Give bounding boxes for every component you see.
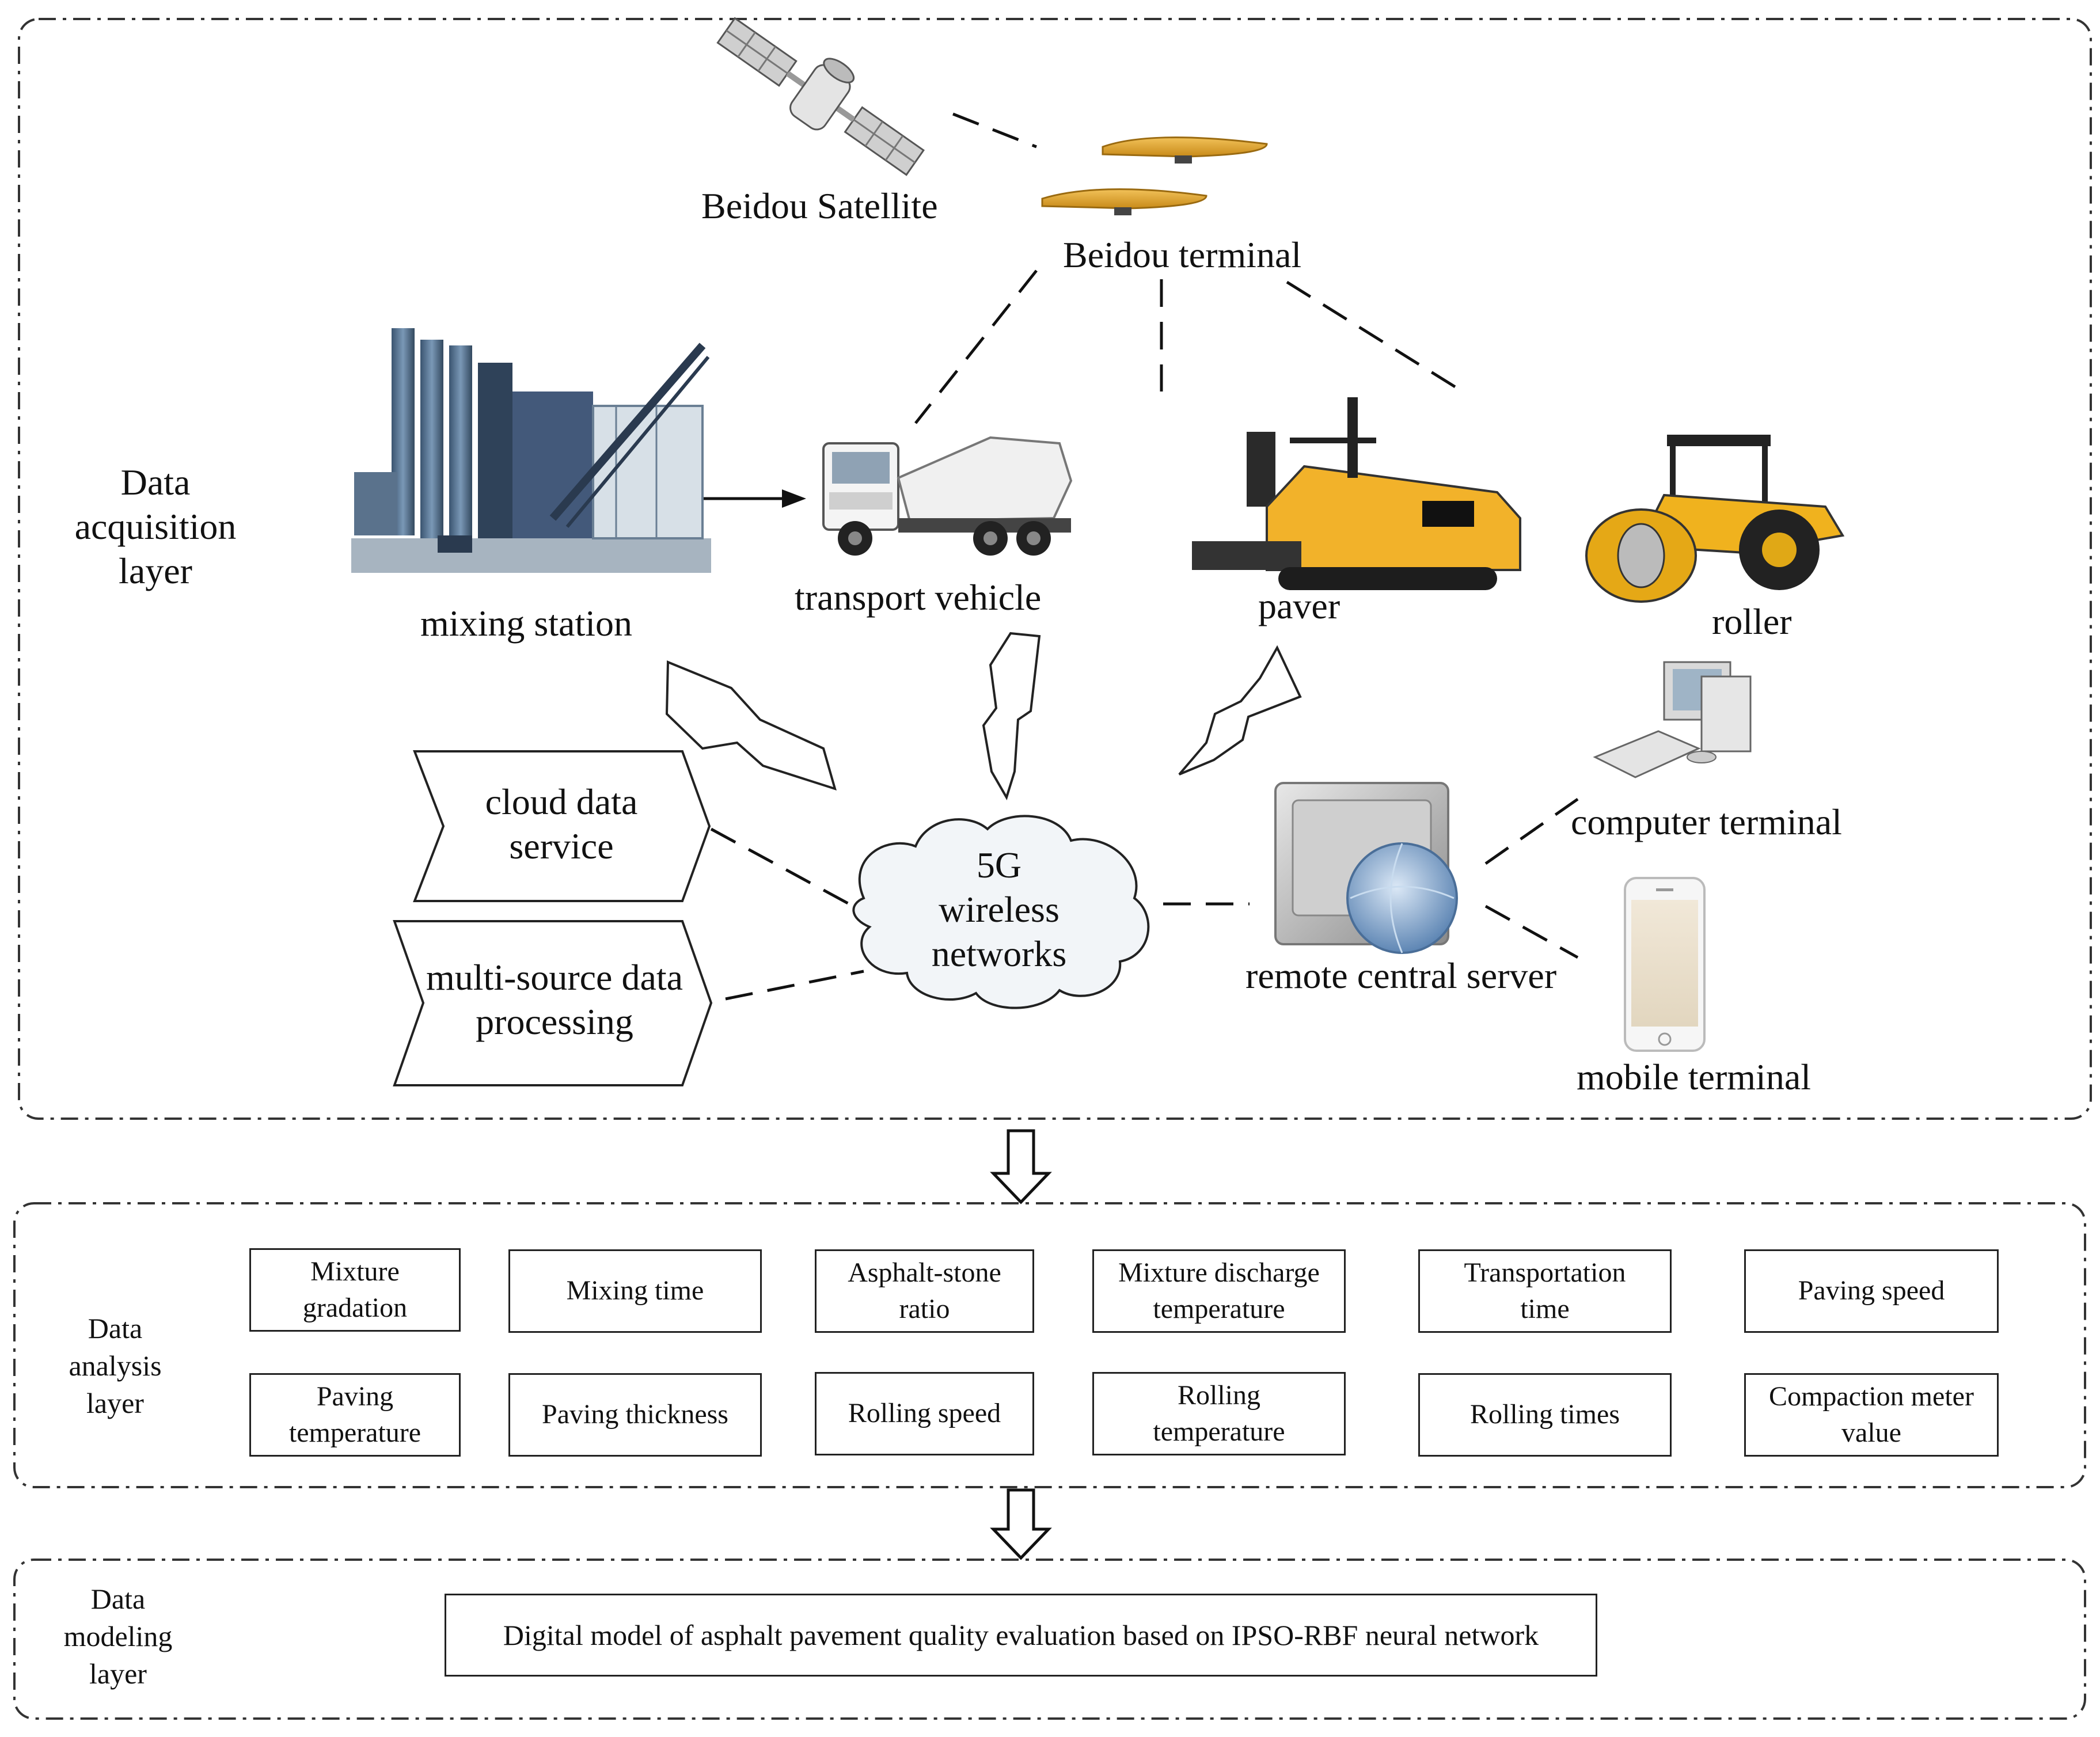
computer-terminal-label: computer terminal	[1571, 801, 1842, 842]
down-arrow-icon	[990, 1488, 1052, 1560]
layer-label-line: modeling	[63, 1620, 173, 1652]
network-line: 5G	[976, 845, 1022, 885]
layer-label-line: acquisition	[74, 505, 237, 547]
acquisition-layer-frame	[18, 18, 2092, 1120]
param-box: Paving thickness	[508, 1373, 762, 1457]
cloud-icon	[852, 815, 1150, 1009]
beidou-satellite-label: Beidou Satellite	[701, 185, 938, 226]
model-label: Digital model of asphalt pavement qualit…	[503, 1619, 1539, 1651]
satellite-icon	[716, 17, 925, 176]
multi-source-shape	[393, 920, 713, 1086]
roller-image	[1585, 435, 1845, 603]
param-box: Mixing time	[508, 1249, 762, 1333]
paver-label: paver	[1258, 586, 1340, 626]
lightning-icon	[1178, 645, 1302, 776]
roller-label: roller	[1712, 601, 1792, 642]
truck-image	[822, 436, 1073, 556]
network-line: networks	[931, 933, 1067, 974]
layer-label-line: analysis	[69, 1350, 162, 1382]
layer-label-line: layer	[89, 1658, 147, 1690]
transport-vehicle-label: transport vehicle	[795, 577, 1042, 618]
wireless-links	[665, 632, 1302, 800]
antenna-icon	[1102, 136, 1268, 164]
modeling-layer-frame	[13, 1559, 2086, 1720]
model-box: Digital model of asphalt pavement qualit…	[445, 1594, 1597, 1677]
layer-label-line: Data	[88, 1312, 143, 1344]
mobile-phone-icon	[1624, 877, 1706, 1052]
central-server-label: remote central server	[1245, 955, 1557, 996]
lightning-icon	[665, 660, 837, 791]
down-arrow-icon	[990, 1129, 1052, 1204]
multi-source-line: processing	[476, 1001, 633, 1042]
mixing-station-image	[351, 328, 711, 573]
network-line: wireless	[939, 888, 1060, 930]
paver-image	[1192, 397, 1521, 590]
mobile-terminal-label: mobile terminal	[1577, 1056, 1811, 1097]
cloud-service-line: cloud data	[485, 781, 638, 822]
cloud-service-shape	[413, 750, 711, 902]
param-box: Rolling speed	[815, 1372, 1034, 1455]
server-icon	[1274, 782, 1458, 954]
cloud-service-line: service	[509, 825, 614, 866]
multi-source-label: multi-source data processing	[413, 956, 696, 1044]
analysis-layer-frame	[13, 1202, 2086, 1488]
param-box: Paving speed	[1744, 1249, 1999, 1333]
dashed-links	[710, 112, 1579, 1001]
antenna-icon	[1041, 188, 1207, 215]
layer-label-line: Data	[90, 1583, 146, 1615]
multi-source-line: multi-source data	[426, 957, 683, 998]
computer-icon	[1593, 661, 1752, 778]
acquisition-layer-label: Data acquisition layer	[58, 461, 253, 593]
analysis-layer-label: Data analysis layer	[46, 1310, 184, 1422]
cloud-data-service-label: cloud data service	[420, 780, 702, 869]
layer-label-line: layer	[119, 550, 192, 591]
beidou-terminal-label: Beidou terminal	[1063, 234, 1302, 275]
modeling-layer-label: Data modeling layer	[49, 1580, 187, 1693]
param-box: Rolling times	[1418, 1373, 1672, 1457]
layer-label-line: layer	[86, 1387, 144, 1419]
lightning-icon	[982, 632, 1041, 800]
layer-label-line: Data	[120, 462, 191, 503]
mixing-station-label: mixing station	[420, 603, 632, 644]
network-label: 5G wireless networks	[895, 843, 1103, 976]
